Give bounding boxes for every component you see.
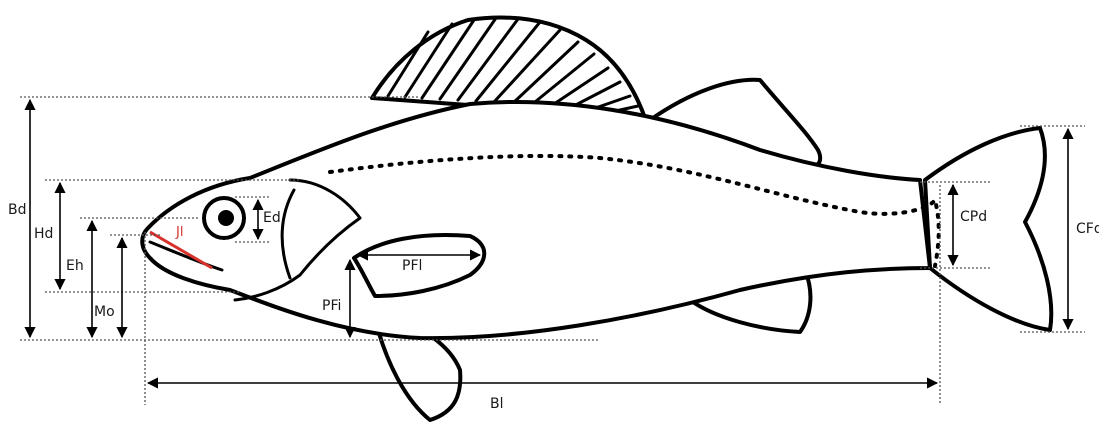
label-pfi: PFi bbox=[322, 298, 341, 314]
label-cfd: CFd bbox=[1076, 221, 1099, 237]
label-hd: Hd bbox=[34, 226, 53, 242]
label-bd: Bd bbox=[8, 202, 27, 218]
label-cpd: CPd bbox=[960, 209, 987, 225]
label-jl: Jl bbox=[175, 225, 183, 240]
label-mo: Mo bbox=[94, 304, 115, 320]
label-ed: Ed bbox=[263, 210, 281, 226]
label-bl: Bl bbox=[490, 396, 504, 412]
label-eh: Eh bbox=[66, 258, 84, 274]
label-pfl: PFl bbox=[402, 258, 422, 274]
caudal-fin bbox=[925, 128, 1051, 330]
pupil bbox=[218, 210, 234, 226]
